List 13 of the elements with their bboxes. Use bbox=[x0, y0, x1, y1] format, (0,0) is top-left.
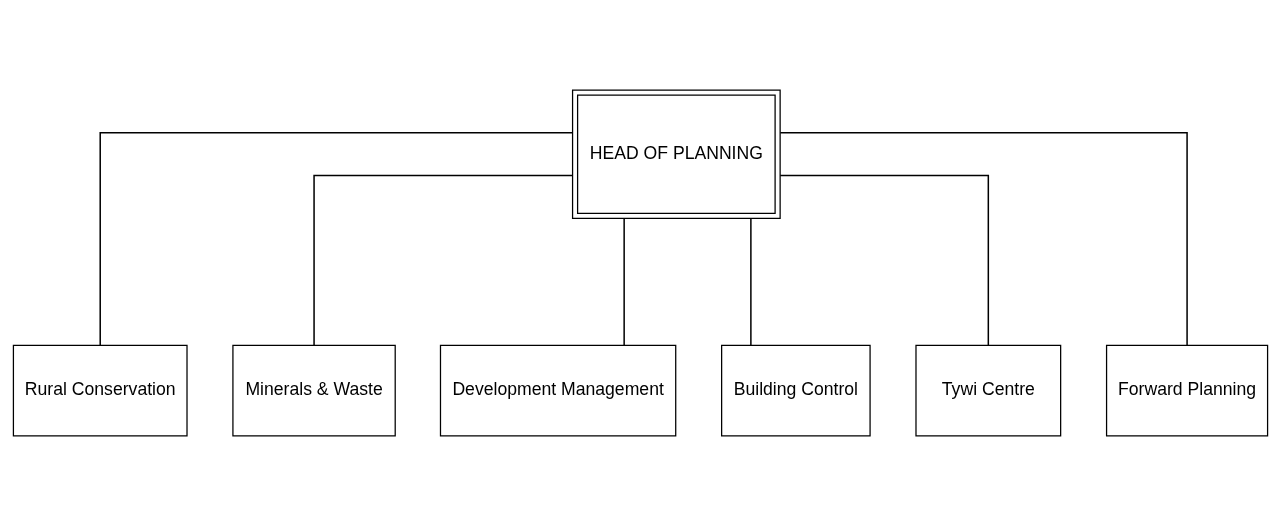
connector bbox=[779, 131, 1188, 346]
node-box: Development Management bbox=[439, 344, 677, 437]
connector bbox=[99, 131, 574, 346]
node-box: HEAD OF PLANNING bbox=[571, 88, 781, 219]
node-box: Minerals & Waste bbox=[232, 344, 396, 437]
node-box: Tywi Centre bbox=[915, 344, 1062, 437]
connector bbox=[779, 174, 990, 346]
connector bbox=[750, 217, 752, 346]
node-box: Forward Planning bbox=[1105, 344, 1269, 437]
node-box: Building Control bbox=[721, 344, 871, 437]
connector bbox=[313, 174, 574, 346]
node-box: Rural Conservation bbox=[12, 344, 188, 437]
connector bbox=[623, 217, 625, 346]
